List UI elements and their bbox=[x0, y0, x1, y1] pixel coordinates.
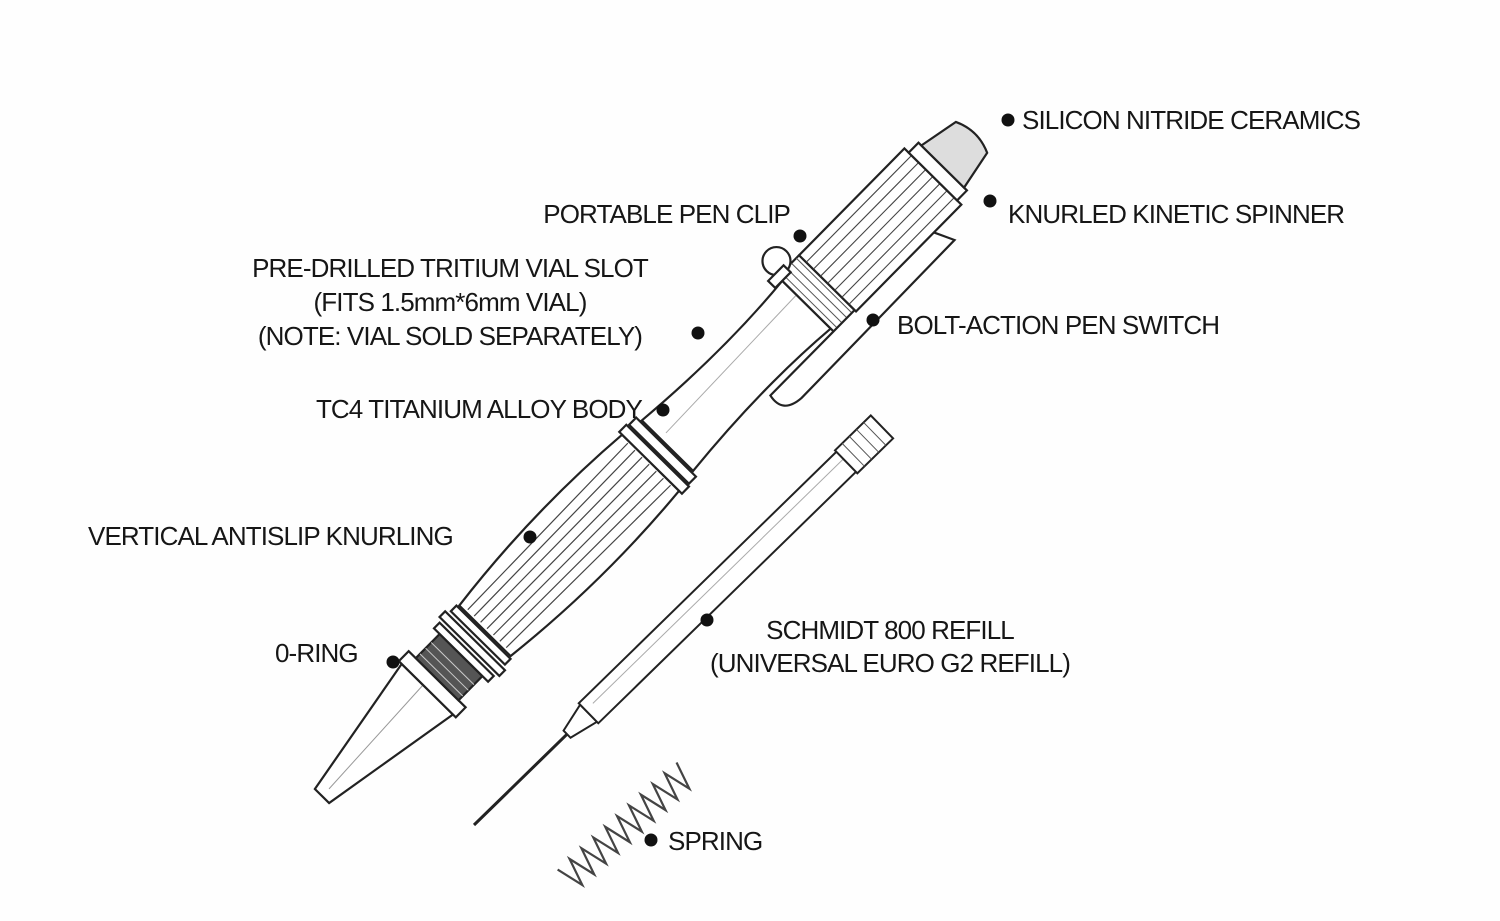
callout-dot-body bbox=[656, 403, 670, 417]
pen-body-drawing bbox=[313, 120, 989, 805]
callout-dot-oring bbox=[386, 655, 400, 669]
ceramic-cap bbox=[919, 120, 989, 190]
label-refill-line1: SCHMIDT 800 REFILL bbox=[766, 615, 1015, 645]
spring-drawing bbox=[557, 762, 693, 889]
o-ring bbox=[432, 621, 496, 684]
callout-dot-spinner bbox=[983, 194, 997, 208]
callout-dot-ceramics bbox=[1001, 113, 1015, 127]
callout-dot-clip bbox=[793, 229, 807, 243]
label-refill-line2: (UNIVERSAL EURO G2 REFILL) bbox=[710, 648, 1071, 678]
callout-dot-bolt bbox=[866, 313, 880, 327]
label-spring: SPRING bbox=[668, 826, 763, 856]
label-spinner: KNURLED KINETIC SPINNER bbox=[1008, 199, 1345, 229]
label-clip: PORTABLE PEN CLIP bbox=[543, 199, 791, 229]
callout-dot-knurling bbox=[523, 530, 537, 544]
label-tritium-line2: (FITS 1.5mm*6mm VIAL) bbox=[313, 287, 588, 317]
label-oring: 0-RING bbox=[275, 638, 359, 668]
callout-dot-refill bbox=[700, 613, 714, 627]
callout-dot-spring bbox=[644, 833, 658, 847]
label-tritium-line3: (NOTE: VIAL SOLD SEPARATELY) bbox=[257, 321, 643, 351]
callout-dot-tritium bbox=[691, 326, 705, 340]
pen-clip bbox=[768, 230, 957, 407]
label-knurling: VERTICAL ANTISLIP KNURLING bbox=[88, 521, 454, 551]
label-silicon-nitride: SILICON NITRIDE CERAMICS bbox=[1022, 105, 1361, 135]
label-body: TC4 TITANIUM ALLOY BODY bbox=[315, 394, 643, 424]
label-bolt-switch: BOLT-ACTION PEN SWITCH bbox=[897, 310, 1220, 340]
label-tritium-line1: PRE-DRILLED TRITIUM VIAL SLOT bbox=[252, 253, 649, 283]
refill-drawing bbox=[472, 414, 895, 827]
